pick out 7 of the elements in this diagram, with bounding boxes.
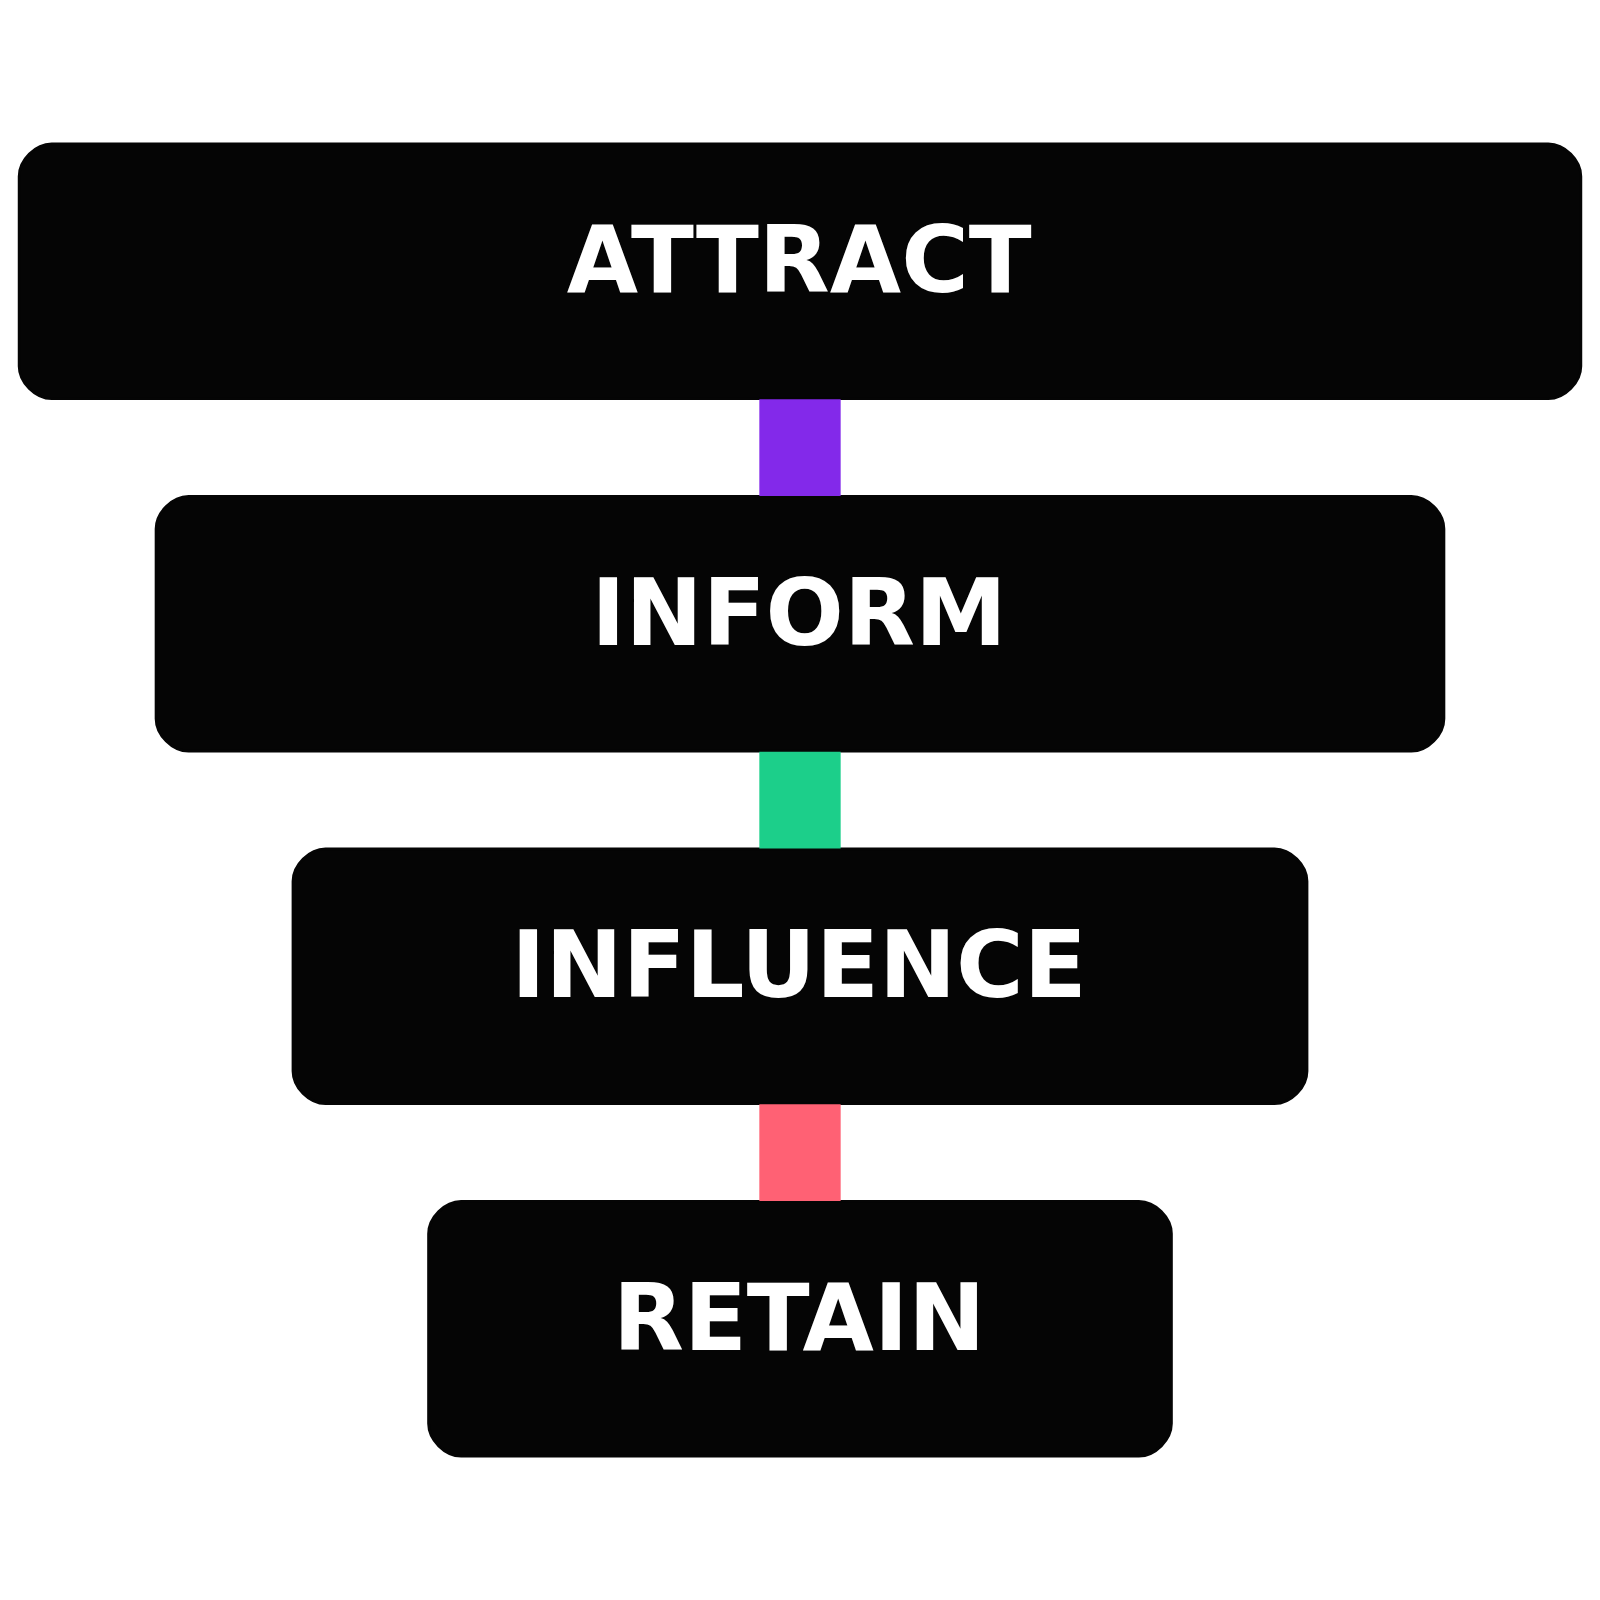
node-box: ATTRACT [17,142,1583,401]
node-box: RETAIN [427,1199,1173,1458]
node-box: INFORM [154,494,1446,753]
connector [759,751,841,849]
connector [759,1104,841,1201]
node-box: INFLUENCE [291,847,1309,1106]
connector [759,399,841,496]
